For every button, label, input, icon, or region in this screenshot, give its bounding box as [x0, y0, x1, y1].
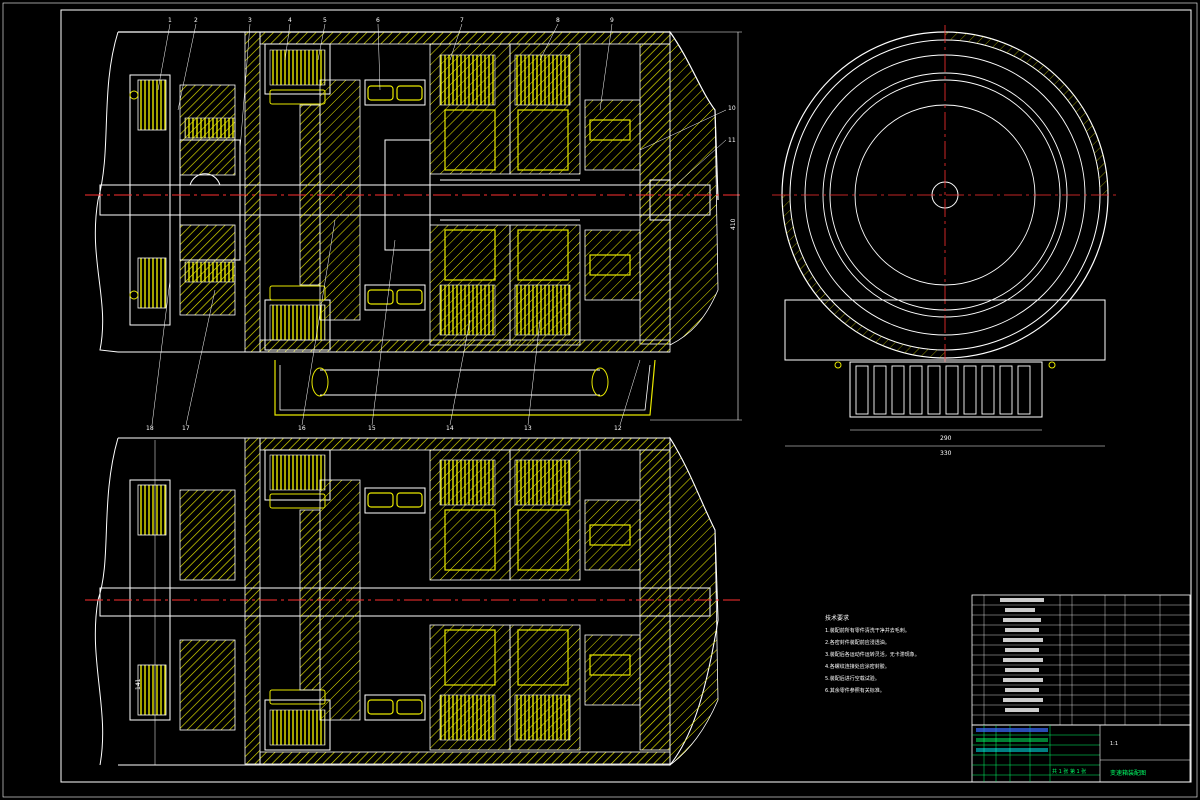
dim-height: 410: [730, 218, 737, 230]
part-label-14: 14: [446, 425, 454, 432]
part-label-10: 10: [728, 105, 736, 112]
tech-note-line: 3.装配后各运动件运转灵活，无卡滞现象。: [825, 651, 920, 658]
part-label-11: 11: [728, 137, 736, 144]
part-label-17: 17: [182, 425, 190, 432]
oil-pan: [274, 359, 656, 416]
tech-note-line: 2.各密封件装配前应浸透油。: [825, 639, 890, 646]
tech-notes-heading: 技术要求: [825, 614, 849, 622]
sheet-info: 共 1 张 第 1 张: [1052, 768, 1086, 775]
part-label-4: 4: [288, 17, 292, 24]
tech-note-line: 5.装配后进行空载试验。: [825, 675, 880, 682]
drawing-title: 变速箱装配图: [1110, 769, 1146, 777]
part-label-13: 13: [524, 425, 532, 432]
tech-note-line: 6.其余零件参照有关标准。: [825, 687, 885, 694]
part-label-7: 7: [460, 17, 464, 24]
part-label-16: 16: [298, 425, 306, 432]
technical-notes: 技术要求 1.装配前所有零件清洗干净并去毛刺。 2.各密封件装配前应浸透油。 3…: [825, 614, 920, 694]
part-label-12: 12: [614, 425, 622, 432]
drawing-frame: [60, 9, 1192, 783]
part-labels: 1 2 3 4 5 6 7 8 9 10 11 12 18 17 16 15: [146, 17, 736, 432]
bottom-section-view: 141: [85, 436, 740, 766]
top-section-view: 410: [85, 30, 742, 421]
main-shaft-top: [99, 184, 711, 216]
dim-outer-width: 330: [940, 450, 952, 457]
part-label-1: 1: [168, 17, 172, 24]
part-label-3: 3: [248, 17, 252, 24]
side-view: 290 330: [772, 25, 1120, 457]
part-label-5: 5: [323, 17, 327, 24]
part-label-18: 18: [146, 425, 154, 432]
tech-note-line: 4.各螺纹连接处应涂密封胶。: [825, 663, 890, 670]
part-label-6: 6: [376, 17, 380, 24]
part-label-2: 2: [194, 17, 198, 24]
part-label-8: 8: [556, 17, 560, 24]
dim-inner-width: 290: [940, 435, 952, 442]
scale-label: 1:1: [1110, 741, 1118, 747]
break-line-left-top: [94, 31, 119, 353]
parts-list: [971, 594, 1191, 726]
dim-bottom-height: 141: [135, 678, 142, 690]
tech-note-line: 1.装配前所有零件清洗干净并去毛刺。: [825, 627, 910, 634]
part-label-15: 15: [368, 425, 376, 432]
title-block: 变速箱装配图 共 1 张 第 1 张 1:1: [971, 724, 1191, 783]
part-label-9: 9: [610, 17, 614, 24]
